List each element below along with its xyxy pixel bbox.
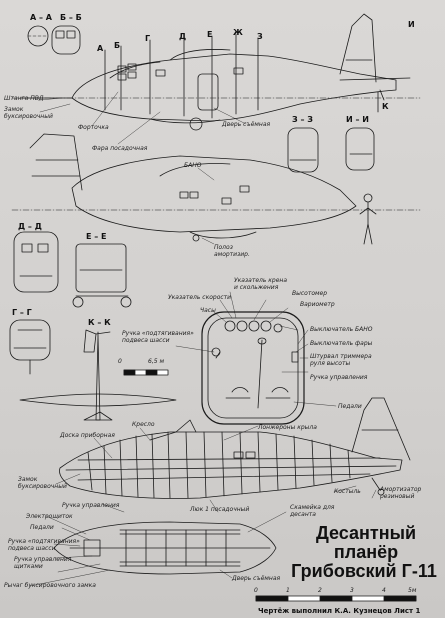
label-shock: Амортизатор резиновый: [380, 486, 422, 500]
label-variometer: Вариометр: [300, 301, 335, 308]
side-view-top: [11, 13, 421, 131]
sections-gg-kk: [9, 319, 111, 375]
label-trim: Штурвал триммера руля высоты: [310, 353, 372, 367]
label-altimeter: Высотомер: [292, 290, 328, 297]
title-line-1: Десантный: [315, 523, 417, 543]
section-label-kk: К – К: [88, 318, 111, 327]
label-bank-slip: Указатель крена и скольжения: [234, 277, 288, 291]
scale-main-2: 2: [318, 587, 322, 594]
scale-main: [255, 595, 417, 602]
section-label-bb: Б – Б: [60, 13, 82, 22]
label-control-handle: Ручка управления: [62, 502, 120, 509]
label-bano: БАНО: [184, 162, 202, 169]
scale-main-4: 4: [382, 587, 386, 594]
side-view-second: [11, 133, 421, 245]
label-tow-release: Рычаг буксировочного замка: [4, 582, 96, 589]
section-mark-a: А: [97, 44, 104, 53]
label-hatch: Люк 1 посадочный: [190, 506, 250, 513]
section-label-ee: Е – Е: [86, 232, 107, 241]
section-bb: [51, 25, 81, 55]
label-control-stick: Ручка управления: [310, 374, 368, 381]
section-mark-zh: Ж: [233, 28, 243, 37]
scale-main-1: 1: [286, 587, 290, 594]
scale-small-end: 6,5 м: [148, 358, 164, 365]
label-tow-lock: Замок буксировочный: [4, 106, 53, 120]
label-clock: Часы: [200, 307, 216, 314]
section-label-gg: Г – Г: [12, 308, 32, 317]
scale-main-3: 3: [350, 587, 354, 594]
section-mark-b: Б: [114, 41, 121, 50]
label-chassis-handle-2: Ручка «подтягивания» подвеса шасси: [8, 538, 80, 552]
sections-zz-ii: [287, 127, 375, 173]
label-spar: Лонжероны крыла: [258, 424, 317, 431]
label-skid: Полоз амортизир.: [214, 244, 250, 258]
label-vent: Форточка: [78, 124, 109, 131]
structure-side-view: [59, 397, 411, 499]
label-electric: Электрощиток: [26, 513, 73, 520]
label-landing-light: Фара посадочная: [92, 145, 148, 152]
title-line-3: Грибовский Г-11: [291, 561, 437, 581]
sections-dd-ee: [13, 231, 132, 308]
label-tail-skid: Костыль: [334, 488, 361, 495]
section-label-ii: И – И: [346, 115, 369, 124]
label-bench: Скамейка для десанта: [290, 504, 335, 518]
leader-lines: [29, 91, 377, 587]
label-chassis-handle: Ручка «подтягивания» подвеса шасси: [122, 330, 194, 344]
label-flaps-handle: Ручка управления щитками: [14, 556, 72, 570]
floor-plan-view: [53, 521, 277, 575]
label-seat: Кресло: [132, 421, 155, 428]
section-mark-z: З: [257, 32, 263, 41]
section-aa: [27, 25, 49, 47]
section-mark-k: К: [382, 102, 389, 111]
scale-main-5: 5м: [408, 587, 417, 594]
footer-credit: Чертёж выполнил К.А. Кузнецов Лист 1: [258, 607, 421, 615]
section-mark-g: Г: [145, 34, 151, 43]
label-dashboard: Доска приборная: [60, 432, 115, 439]
label-switch-bano: Выключатель БАНО: [310, 326, 373, 333]
label-door-2: Дверь съёмная: [232, 575, 281, 582]
section-mark-e: Е: [207, 30, 213, 39]
label-pedals-right: Педали: [338, 403, 362, 410]
scale-main-0: 0: [254, 587, 258, 594]
label-pvd: Штанга ПВД: [4, 95, 44, 102]
label-tow-lock-2: Замок буксировочный: [18, 476, 67, 490]
section-label-zz: З – З: [292, 115, 313, 124]
scale-small-start: 0: [118, 358, 122, 365]
title-line-2: планёр: [333, 542, 399, 562]
plan-view: [19, 331, 177, 421]
label-switch-light: Выключатель фары: [310, 340, 373, 347]
label-speed: Указатель скорости: [168, 294, 232, 301]
label-pedals: Педали: [30, 524, 54, 531]
section-label-dd: Д – Д: [18, 222, 42, 231]
section-label-aa: А – А: [30, 13, 52, 22]
section-mark-d: Д: [179, 32, 187, 41]
instrument-panel: [201, 311, 305, 425]
label-door-removable: Дверь съёмная: [222, 121, 271, 128]
scale-small: [123, 369, 169, 376]
section-mark-i: И: [408, 20, 415, 29]
